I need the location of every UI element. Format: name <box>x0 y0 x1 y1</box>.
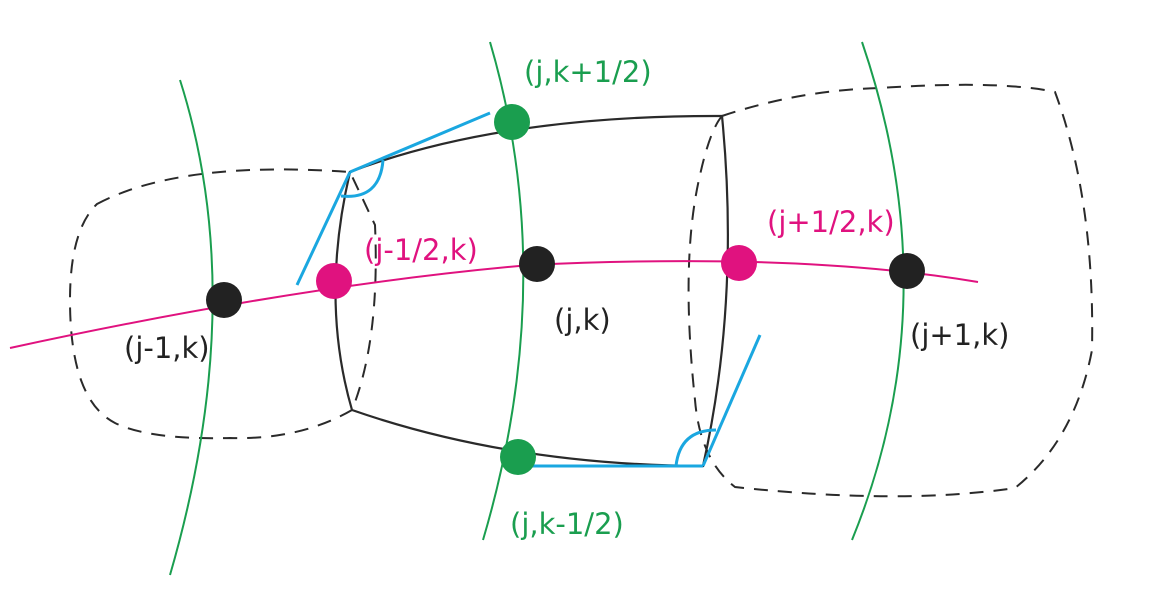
label-j-minus-1-k: (j-1,k) <box>124 331 210 365</box>
node-j-plus-half-k <box>721 245 757 281</box>
central-cell-outline <box>334 114 729 468</box>
k-line-left <box>169 79 214 576</box>
node-j-k-minus-half <box>500 439 536 475</box>
label-j-plus-1-k: (j+1,k) <box>910 318 1009 352</box>
k-line-right <box>851 41 905 541</box>
node-j-plus-1-k <box>889 253 925 289</box>
left-neighbour-cell-dashed <box>68 168 377 440</box>
node-j-k <box>519 246 555 282</box>
label-j-k: (j,k) <box>554 303 611 337</box>
right-neighbour-cell-dashed <box>687 83 1094 498</box>
label-j-k-minus-half: (j,k-1/2) <box>510 507 624 541</box>
node-j-minus-half-k <box>316 263 352 299</box>
label-j-minus-half-k: (j-1/2,k) <box>364 233 478 267</box>
label-j-k-plus-half: (j,k+1/2) <box>524 55 652 89</box>
angle-marker-bottom-right <box>520 334 762 468</box>
label-j-plus-half-k: (j+1/2,k) <box>767 205 895 239</box>
angle-marker-top-left <box>295 111 491 286</box>
node-j-minus-1-k <box>206 282 242 318</box>
node-j-k-plus-half <box>494 104 530 140</box>
